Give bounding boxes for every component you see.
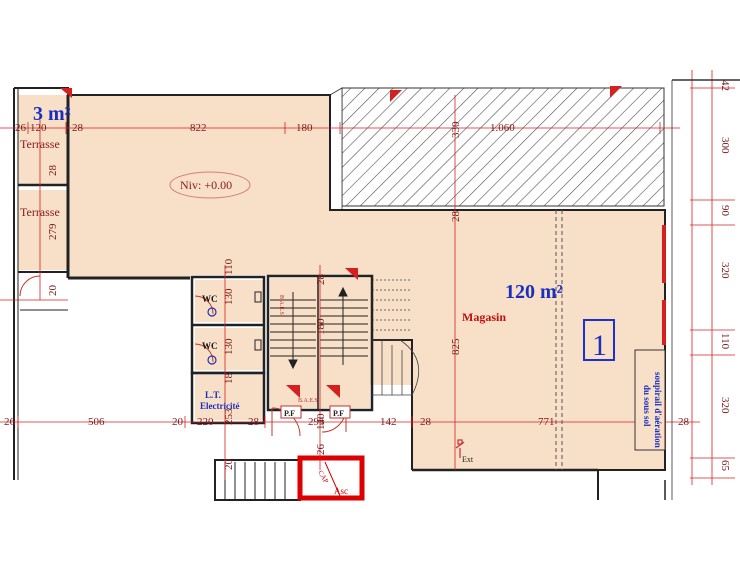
- dim-inner-28b: 28: [450, 211, 462, 223]
- soupirail-label-2: du sous sol: [642, 385, 652, 427]
- main-stairs: [270, 286, 368, 370]
- wc-fixtures: [207, 291, 262, 365]
- pf-label-1: P.F: [284, 409, 295, 418]
- soupirail-label-1: soupirail d'aération: [653, 372, 663, 448]
- dims-top: 26 120 28 822 180 330 1.060: [15, 121, 515, 138]
- dim-right-42: 42: [719, 80, 731, 91]
- toilet-icon: [207, 307, 217, 317]
- baes-label-1: B.A.E.S: [278, 295, 284, 315]
- dim-inner-130b: 130: [223, 338, 235, 355]
- dim-bottom-28: 28: [248, 416, 260, 428]
- wc-label-2: WC: [202, 341, 218, 351]
- dim-bottom-220: 220: [197, 416, 214, 428]
- sink-icon: [254, 291, 262, 303]
- pf-label-2: P.F: [333, 409, 344, 418]
- unit-number: 1: [592, 329, 607, 362]
- area-main: 120 m²: [505, 281, 563, 303]
- dims-inner: 110 130 130 18 28 180 28 825 253 26 140 …: [223, 211, 462, 471]
- dim-bottom-506: 506: [88, 416, 105, 428]
- terrace-label-2: Terrasse: [20, 205, 60, 219]
- dim-top-330: 330: [450, 121, 462, 138]
- terrace-floor-2: [18, 190, 68, 270]
- dim-inner-180: 180: [315, 318, 327, 335]
- dims-left: 28 279 20: [47, 165, 59, 297]
- dims-bottom: 26 506 20 220 28 295 142 28 771 28: [4, 416, 690, 428]
- dim-left-279: 279: [47, 223, 59, 240]
- dim-inner-110: 110: [223, 258, 235, 275]
- exterior-steps: [372, 279, 420, 396]
- toilet-icon: [207, 355, 217, 365]
- elevator-shaft: [297, 455, 365, 501]
- lower-stairs: [224, 462, 286, 500]
- dim-right-90: 90: [719, 205, 731, 217]
- hatched-roof: [329, 87, 665, 211]
- area-small: 3 m²: [33, 103, 71, 125]
- dim-right-65: 65: [719, 460, 731, 472]
- corner-floor: [18, 95, 68, 130]
- dim-bottom-142: 142: [380, 416, 397, 428]
- dim-right-300: 300: [719, 137, 731, 154]
- dim-bottom-20: 20: [172, 416, 184, 428]
- shop-floor: [68, 95, 665, 470]
- dim-inner-20: 20: [223, 459, 235, 471]
- ext-label: Ext: [462, 455, 474, 464]
- level-label: Niv: +0.00: [180, 178, 232, 192]
- dim-bottom-295: 295: [308, 416, 325, 428]
- beam-dashed: [555, 210, 563, 470]
- dim-right-320b: 320: [719, 397, 731, 414]
- wc-label-1: WC: [202, 294, 218, 304]
- extinguisher-icon: [455, 439, 465, 458]
- labels: 3 m² 120 m² Niv: +0.00 Terrasse Terrasse…: [20, 103, 663, 496]
- dim-inner-253: 253: [223, 408, 235, 425]
- dim-top-120: 120: [30, 122, 47, 134]
- cap-label: CAP: [316, 469, 330, 485]
- sink-icon: [254, 339, 262, 351]
- baes-label-2: B.A.E.S: [298, 398, 318, 404]
- lt-floor: [195, 375, 263, 420]
- dim-bottom-26: 26: [4, 416, 16, 428]
- dim-right-110: 110: [719, 333, 731, 350]
- dim-inner-28a: 28: [315, 274, 327, 286]
- level-marker: [169, 171, 251, 199]
- dim-top-180: 180: [296, 122, 313, 134]
- dim-bottom-28c: 28: [678, 416, 690, 428]
- electricity-label: Electricité: [200, 401, 239, 411]
- asc-label: Asc: [334, 486, 348, 496]
- magasin-label: Magasin: [462, 310, 506, 324]
- wc-floor-1: [195, 280, 263, 322]
- soupirail-box: [634, 349, 666, 451]
- dim-top-822: 822: [190, 122, 207, 134]
- dim-left-28: 28: [47, 165, 59, 177]
- dim-top-28: 28: [72, 122, 84, 134]
- dims-right: 42 300 90 320 110 320 65: [719, 80, 731, 472]
- dim-bottom-771: 771: [538, 416, 555, 428]
- terrace-label-1: Terrasse: [20, 137, 60, 151]
- dim-bottom-28b: 28: [420, 416, 432, 428]
- wc-floor-2: [195, 328, 263, 370]
- terrace-floor-1: [18, 130, 68, 185]
- dim-right-320a: 320: [719, 262, 731, 279]
- dim-inner-18: 18: [223, 373, 235, 385]
- dim-left-20: 20: [47, 285, 59, 297]
- dim-inner-825: 825: [450, 338, 462, 355]
- dim-top-1060: 1.060: [490, 122, 515, 134]
- lt-label: L.T.: [205, 390, 221, 400]
- unit-number-box: [583, 319, 615, 361]
- dim-top-26: 26: [15, 122, 27, 134]
- dim-inner-140: 140: [315, 413, 327, 430]
- dimension-lines: [0, 70, 740, 500]
- dim-inner-130a: 130: [223, 288, 235, 305]
- dim-inner-26: 26: [315, 444, 327, 456]
